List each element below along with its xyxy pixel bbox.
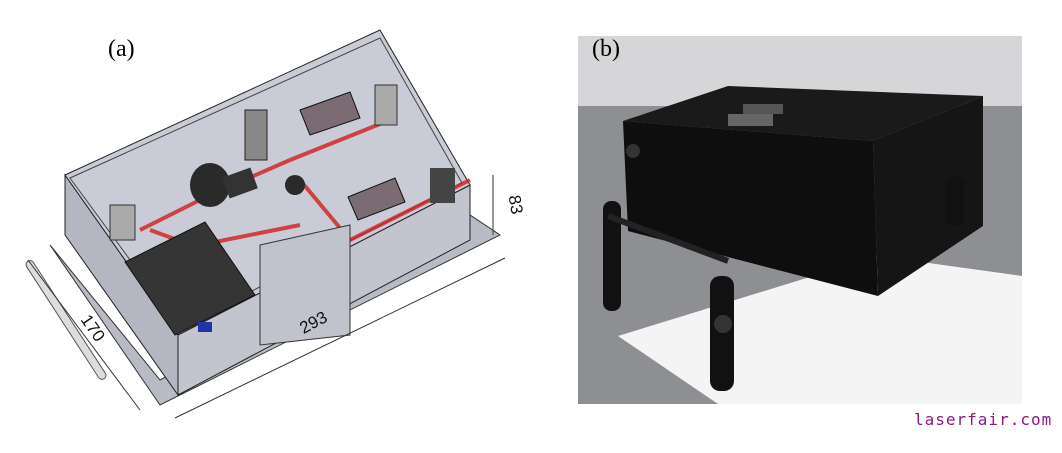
dimension-lines: [27, 175, 506, 419]
side-bracket: [259, 224, 351, 346]
output-mount: [430, 168, 455, 203]
crystal-2: [347, 177, 406, 221]
post-front-right: [710, 276, 734, 391]
mirror-holder-right: [374, 84, 398, 126]
crystal-1: [299, 91, 361, 136]
spectrometer-module: [124, 221, 256, 336]
cad-drawing: 293 170 83: [25, 29, 527, 419]
box-top: [623, 86, 983, 141]
label-sticker-1: [743, 104, 783, 114]
lock-knob: [714, 315, 732, 333]
box-side: [873, 96, 983, 296]
box-front: [623, 121, 878, 296]
mounting-slot: [25, 260, 107, 380]
watermark: laserfair.com: [914, 410, 1053, 429]
mount-rail: [606, 213, 730, 264]
lens-mount: [190, 163, 230, 207]
panel-b-label: (b): [592, 36, 620, 62]
mirror-mount: [244, 109, 268, 161]
post-front-left: [603, 201, 621, 311]
post-back: [946, 176, 964, 226]
indicator-window: [198, 322, 212, 332]
mirror-holder-left: [109, 204, 136, 241]
mirror-mount-2: [285, 175, 305, 195]
device-photo: [578, 36, 1022, 404]
label-sticker-2: [728, 114, 773, 126]
output-port: [626, 144, 640, 158]
lens-barrel: [222, 167, 258, 199]
panel-a-label: (a): [108, 36, 135, 62]
height-dimension: 83: [505, 194, 527, 216]
